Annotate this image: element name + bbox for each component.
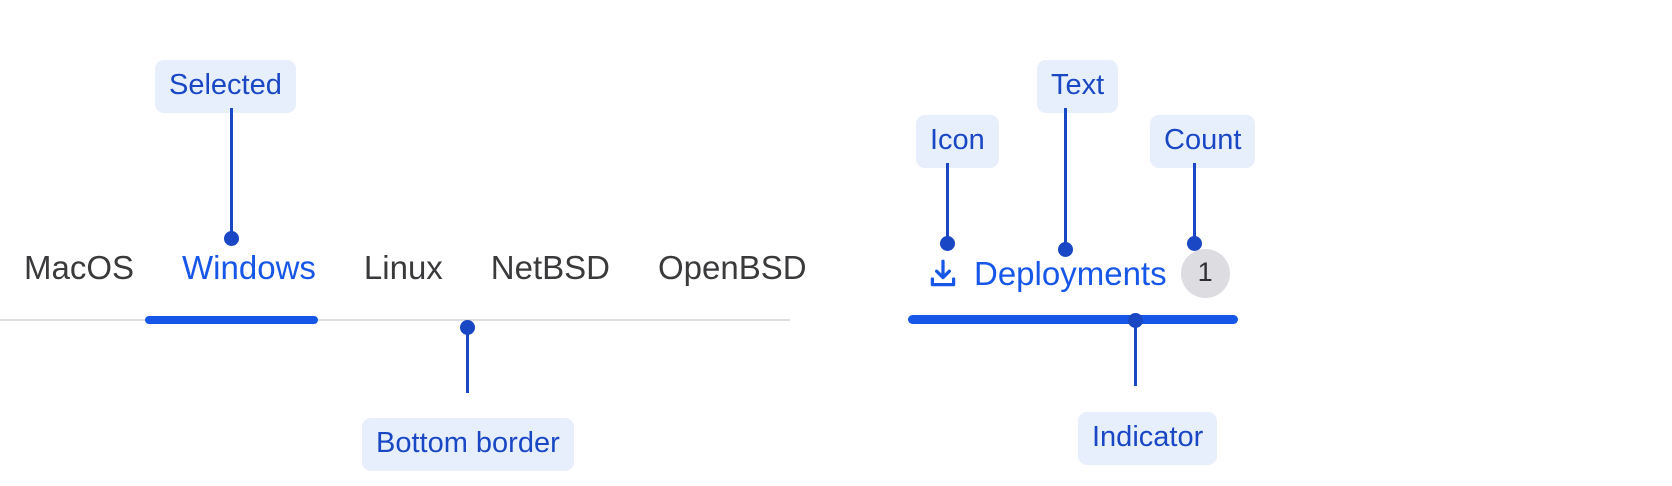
annotation-bottom-border-leader-dot [460,320,475,335]
annotation-indicator-leader-line [1134,320,1137,386]
annotation-icon-leader-line [946,163,949,243]
annotation-selected-leader-line [230,108,233,238]
annotation-selected-label: Selected [155,60,296,113]
download-icon [926,257,960,291]
tabstrip-divider [0,319,790,321]
tab-netbsd[interactable]: NetBSD [491,243,610,284]
annotation-text-label: Text [1037,60,1119,113]
os-tabstrip: MacOS Windows Linux NetBSD OpenBSD [0,243,807,324]
selected-tab-underline [145,316,318,324]
annotation-indicator-label: Indicator [1078,412,1218,465]
tab-macos[interactable]: MacOS [24,243,134,284]
tab-openbsd[interactable]: OpenBSD [658,243,807,284]
annotation-text-leader-line [1064,108,1067,248]
os-tabrow: MacOS Windows Linux NetBSD OpenBSD [24,243,807,284]
annotation-icon-leader-dot [940,236,955,251]
annotation-bottom-border-label: Bottom border [362,418,574,471]
annotation-count-label: Count [1150,115,1256,168]
deployments-label: Deployments [974,255,1167,292]
annotation-bottom-border-leader-line [466,327,469,393]
annotation-selected-leader-dot [224,231,239,246]
tab-deployments[interactable]: Deployments 1 [926,243,1230,298]
annotation-count-leader-line [1193,163,1196,243]
tab-windows[interactable]: Windows [182,243,316,284]
tab-linux[interactable]: Linux [364,243,443,284]
annotation-text-leader-dot [1058,242,1073,257]
count-badge: 1 [1180,249,1230,298]
active-indicator-bar [908,315,1238,324]
annotation-icon-label: Icon [916,115,999,168]
annotation-count-leader-dot [1187,236,1202,251]
